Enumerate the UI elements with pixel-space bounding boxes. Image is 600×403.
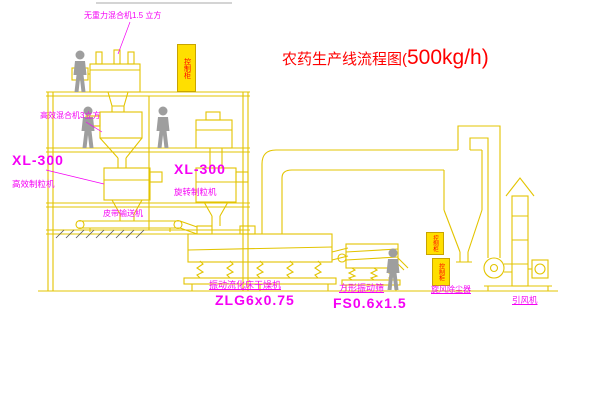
label-fluid-bed-dryer: 振动流化床干燥机 [209,280,282,290]
person-figure [72,49,88,93]
control-cabinet: 控制柜 [177,44,196,92]
label-second-mixer: 高效混合机3立方 [40,111,101,120]
exhaust-stack [505,177,535,287]
floor-hatch [55,229,145,239]
label-fluid-bed-dryer-model: ZLG6x0.75 [215,292,295,308]
label-cyclone: 旋风除尘器 [431,285,471,294]
building-frame [46,91,250,291]
high-efficiency-mixer [85,111,143,168]
label-belt-conveyor: 皮带输送机 [103,209,143,218]
person-figure [155,105,171,149]
control-cabinet: 控制柜 [432,258,450,286]
cyclone-separator [443,149,483,263]
label-induced-fan: 引风机 [512,295,538,305]
label-granulator-left-name: 高效制粒机 [12,179,55,189]
label-vibrating-screen: 方形振动筛 [339,283,385,293]
diagram-title-capacity: 500kg/h) [407,46,489,69]
fluid-bed-dryer [183,225,337,291]
label-granulator-left-model: XL-300 [12,152,64,168]
granulator-center [195,167,249,226]
belt-conveyor [75,219,198,235]
diagram-title: 农药生产线流程图(500kg/h) [282,46,489,70]
label-vibrating-screen-model: FS0.6x1.5 [333,295,407,311]
cyclone-outlet-duct [457,125,501,258]
label-granulator-center-model: XL-300 [174,161,226,177]
label-leader-lines [45,21,131,185]
control-cabinet: 控制柜 [426,232,444,255]
feeder-machine [195,111,233,168]
label-granulator-center-name: 旋转制粒机 [174,187,217,197]
label-top-mixer: 无重力混合机1.5 立方 [84,11,162,20]
exhaust-duct [261,149,444,234]
diagram-title-text: 农药生产线流程图( [282,51,407,68]
